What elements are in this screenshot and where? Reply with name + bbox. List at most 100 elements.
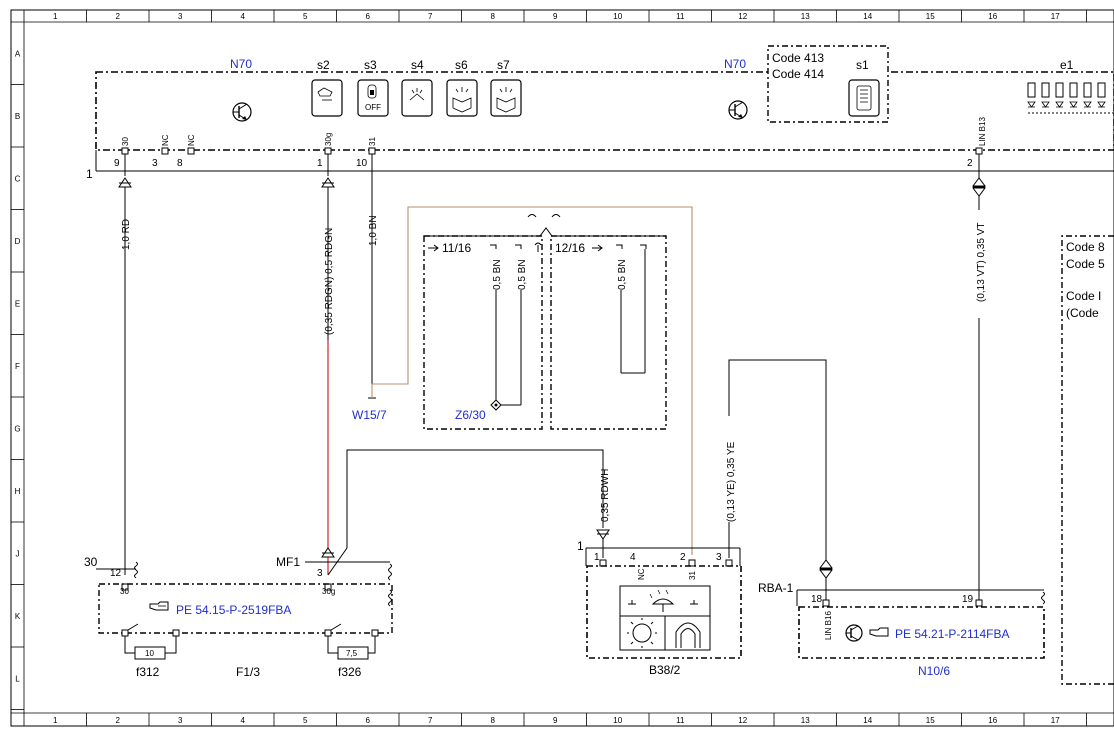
row-label: H (15, 487, 21, 496)
switch-label-s6: s6 (455, 58, 468, 72)
column-label: 13 (801, 12, 810, 21)
code-413-label: Code 413 (772, 51, 824, 65)
right-code-line-1: Code 8 (1066, 240, 1105, 254)
module-n10-6: RBA-1 18 19 LIN B16 PE 54.21-P-2114FBA N… (758, 581, 1045, 678)
fuse-value-10: 10 (145, 649, 154, 658)
rain-icon (649, 589, 675, 612)
column-label: 1 (53, 716, 58, 725)
column-label: 10 (613, 12, 622, 21)
connector-box-12-16: 12/16 (550, 235, 667, 430)
top-pin-row (121, 147, 983, 155)
row-label: B (15, 112, 20, 121)
column-label: 17 (1051, 12, 1060, 21)
sensor-pin-3: 3 (716, 552, 722, 563)
fuse-ref-link[interactable]: PE 54.15-P-2519FBA (176, 603, 291, 617)
label-mf1: MF1 (276, 555, 300, 569)
column-label: 1 (53, 12, 58, 21)
right-code-line-2: Code 5 (1066, 257, 1105, 271)
column-label: 11 (676, 12, 685, 21)
column-label: 10 (613, 716, 622, 725)
switch-label-s2: s2 (317, 58, 330, 72)
row-label: G (14, 424, 20, 433)
column-label: 2 (116, 716, 121, 725)
column-label: 2 (116, 12, 121, 21)
ref-12-16: 12/16 (555, 241, 585, 255)
pointing-hand-icon (869, 627, 889, 637)
column-label: 12 (738, 12, 747, 21)
pin-num-1: 1 (317, 158, 323, 169)
column-label: 4 (241, 12, 246, 21)
lin-pin-19: 19 (962, 594, 974, 605)
column-label: 17 (1051, 716, 1060, 725)
column-label: 14 (863, 12, 872, 21)
switch-s7-icon (490, 79, 522, 117)
wire-label-05bn-c: 0,5 BN (617, 259, 628, 290)
sensor-b38-2: 1 1 4 2 3 NC 31 B38 (577, 539, 742, 677)
pin-num-8: 8 (177, 158, 183, 169)
sensor-node-1: 1 (577, 539, 584, 553)
column-label: 8 (491, 12, 496, 21)
column-label: 5 (303, 12, 308, 21)
row-label: F (15, 362, 20, 371)
column-label: 8 (491, 716, 496, 725)
transistor-icon (728, 100, 748, 120)
sun-icon (627, 618, 657, 648)
led-icon (1041, 82, 1050, 108)
pin-num-9: 9 (114, 158, 120, 169)
pin-31-label: 31 (368, 137, 377, 146)
switch-s6-icon (446, 79, 478, 117)
sensor-name: B38/2 (649, 663, 681, 677)
switch-s3-icon: OFF (357, 79, 389, 117)
led-icon (1069, 82, 1078, 108)
right-code-box: Code 8 Code 5 Code I (Code (1061, 235, 1114, 685)
lin-b16-label: LIN B16 (824, 611, 833, 640)
switch-label-s7: s7 (497, 58, 510, 72)
headlamp-icon (628, 600, 698, 605)
row-label: C (15, 174, 21, 183)
off-text: OFF (365, 103, 381, 112)
pin-num-10: 10 (356, 158, 368, 169)
sensor-pin-4: 4 (630, 552, 636, 563)
column-label: 9 (553, 12, 558, 21)
column-label: 3 (178, 12, 183, 21)
lin-ref-link[interactable]: PE 54.21-P-2114FBA (895, 627, 1010, 641)
row-ticks (11, 84, 24, 710)
pointing-hand-icon (149, 601, 169, 611)
led-array-icon (1027, 82, 1114, 114)
transistor-icon (845, 624, 863, 642)
fuse-f326: f326 (338, 665, 362, 679)
switch-s2-icon (311, 79, 343, 117)
sensor-31-label: 31 (688, 571, 697, 580)
column-label: 12 (738, 716, 747, 725)
wire-1-rd (118, 154, 132, 575)
column-label: 15 (926, 12, 935, 21)
wire-ye (728, 359, 833, 600)
n70-left-label: N70 (230, 57, 252, 71)
pin-lin-b13-label: LIN B13 (978, 117, 987, 146)
fuse-pin-30-label: 30 (120, 587, 129, 596)
transistor-icon (232, 102, 252, 122)
pin-num-3: 3 (152, 158, 158, 169)
sensor-pin-2: 2 (680, 552, 686, 563)
pin-30g-label: 30g (324, 133, 333, 146)
column-label: 11 (676, 716, 685, 725)
led-icon (1083, 82, 1092, 108)
row-label: E (15, 299, 20, 308)
row-label: J (16, 549, 20, 558)
pin-nc2-label: NC (187, 134, 196, 146)
connector-z6-30: Z6/30 (455, 408, 486, 422)
column-label: 5 (303, 716, 308, 725)
wire-label-bn: 1,0 BN (368, 215, 379, 246)
fuse-value-75: 7,5 (346, 649, 358, 658)
pin-30-label: 30 (121, 137, 130, 146)
wire-label-05bn-a: 0,5 BN (492, 259, 503, 290)
row-label: D (15, 237, 21, 246)
lin-pin-18: 18 (811, 594, 823, 605)
switch-label-s3: s3 (364, 58, 377, 72)
wire-3-bn (368, 154, 376, 399)
wire-label-vt: (0,13 VT) 0,35 VT (976, 223, 987, 302)
wire-label-rdwh: 0,35 RDWH (600, 469, 611, 522)
column-label: 9 (553, 716, 558, 725)
